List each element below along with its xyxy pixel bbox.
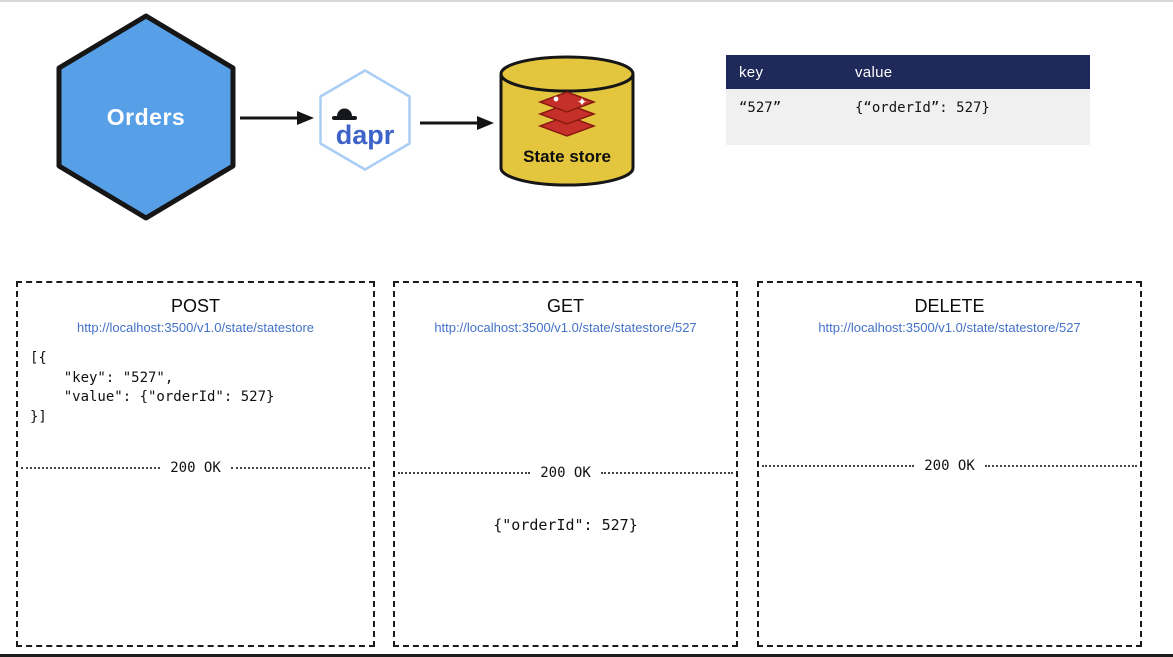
dapr-hat-icon [332, 108, 357, 120]
state-store-cylinder: ✦ State store [499, 55, 635, 187]
state-store-label: State store [523, 147, 611, 166]
request-box-get: GET http://localhost:3500/v1.0/state/sta… [393, 281, 738, 647]
dotted-line-right [600, 472, 734, 474]
request-box-post: POST http://localhost:3500/v1.0/state/st… [16, 281, 375, 647]
state-table: key value “527” {“orderId”: 527} [726, 55, 1090, 145]
top-divider [0, 0, 1173, 2]
orders-app-label: Orders [106, 103, 186, 130]
response-status-get: 200 OK [540, 465, 591, 481]
dotted-line-left [762, 465, 915, 467]
orders-app-hexagon [56, 13, 236, 221]
state-table-cell-value: {“orderId”: 527} [855, 100, 990, 116]
state-table-header-key: key [739, 63, 764, 81]
request-body-post: [{ "key": "527", "value": {"orderId": 52… [30, 350, 275, 425]
request-url-post: http://localhost:3500/v1.0/state/statest… [76, 320, 315, 335]
orders-hexagon-shape [56, 13, 236, 221]
dapr-logo: dapr [319, 69, 411, 171]
redis-star-glyph: ✦ [577, 95, 587, 109]
dotted-line-right [984, 465, 1138, 467]
redis-icon: ✦ [537, 91, 597, 137]
request-url-get: http://localhost:3500/v1.0/state/statest… [434, 320, 697, 335]
arrow-app-to-dapr-icon [240, 111, 314, 125]
arrow-dapr-to-store-icon [420, 116, 494, 130]
dapr-wordmark: dapr [336, 120, 395, 150]
response-status-line-post: 200 OK [21, 460, 371, 476]
state-table-header-row: key value [726, 55, 1090, 89]
request-method-get: GET [546, 296, 584, 316]
dapr-hexagon-shape [319, 69, 411, 171]
response-status-post: 200 OK [170, 460, 221, 476]
state-table-row: “527” {“orderId”: 527} [726, 89, 1090, 145]
response-status-delete: 200 OK [924, 458, 975, 474]
request-box-delete: DELETE http://localhost:3500/v1.0/state/… [757, 281, 1142, 647]
state-table-cell-key: “527” [739, 100, 782, 116]
dotted-line-right [230, 467, 371, 469]
response-status-line-get: 200 OK [398, 465, 734, 481]
request-method-post: POST [170, 296, 220, 316]
response-body-get: {"orderId": 527} [493, 516, 638, 534]
response-status-line-delete: 200 OK [762, 458, 1138, 474]
bottom-divider [0, 654, 1173, 657]
cylinder-rim [499, 73, 635, 93]
dotted-line-left [21, 467, 161, 469]
request-url-delete: http://localhost:3500/v1.0/state/statest… [818, 320, 1081, 335]
state-table-header-value: value [855, 63, 893, 81]
dotted-line-left [398, 472, 531, 474]
request-method-delete: DELETE [914, 296, 985, 316]
